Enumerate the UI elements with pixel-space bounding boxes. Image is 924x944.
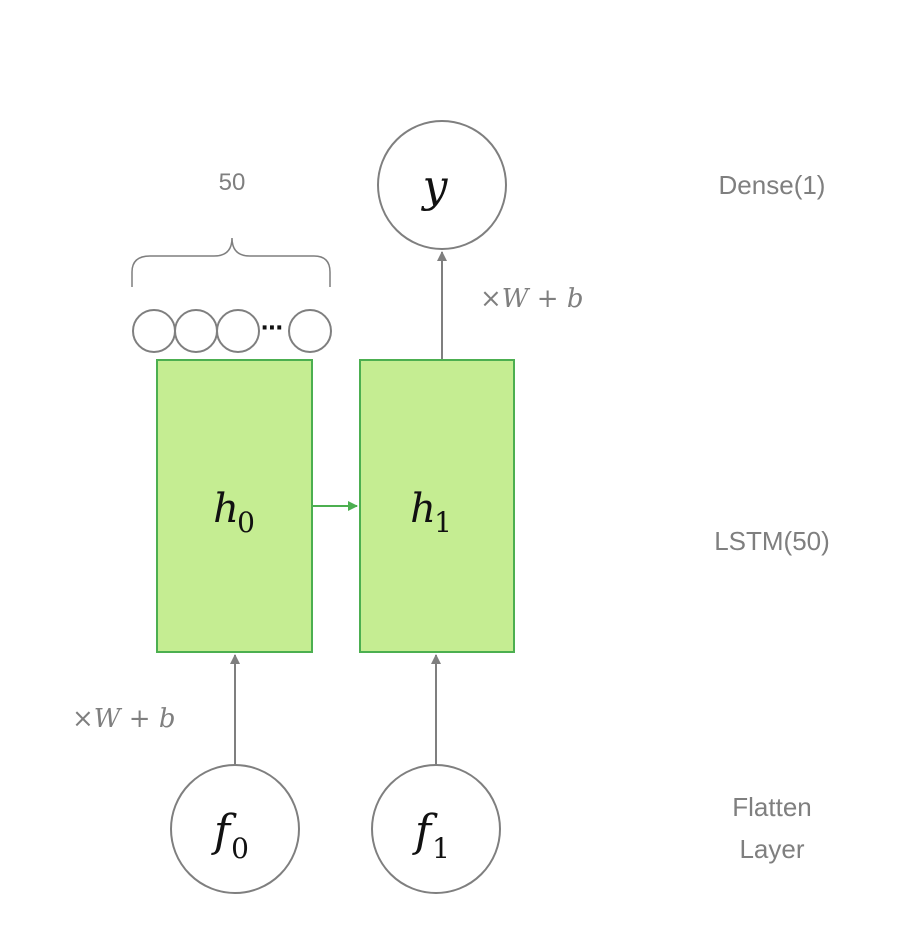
unit-circle: [174, 309, 218, 353]
input-node-f1: [371, 764, 501, 894]
units-brace: [131, 237, 331, 287]
unit-circle: [216, 309, 260, 353]
layer-label-dense: Dense(1): [719, 170, 826, 200]
lstm-cell-h1: [359, 359, 515, 653]
unit-ellipsis: ⋯: [261, 316, 283, 341]
lstm-cell-h0-label: h: [213, 486, 239, 532]
lstm-cell-h1-label: h: [410, 486, 436, 532]
lstm-cell-h0: [156, 359, 313, 653]
input-node-f1-subscript: 1: [432, 832, 450, 865]
layer-label-flatten-line2: Layer: [739, 834, 804, 864]
input-node-f0: [170, 764, 300, 894]
output-node-y: [377, 120, 507, 250]
lstm-cell-h1-subscript: 1: [434, 506, 452, 539]
output-node-label: y: [421, 161, 449, 212]
op-label-bottom: ×W + b: [72, 704, 175, 734]
lstm-cell-h0-subscript: 0: [237, 506, 255, 539]
unit-circle: [288, 309, 332, 353]
op-label-top: ×W + b: [480, 284, 583, 314]
input-node-f0-subscript: 0: [231, 832, 249, 865]
layer-label-flatten-line1: Flatten: [732, 792, 812, 822]
units-count-label: 50: [219, 169, 246, 196]
layer-label-lstm: LSTM(50): [714, 526, 830, 556]
unit-circle: [132, 309, 176, 353]
